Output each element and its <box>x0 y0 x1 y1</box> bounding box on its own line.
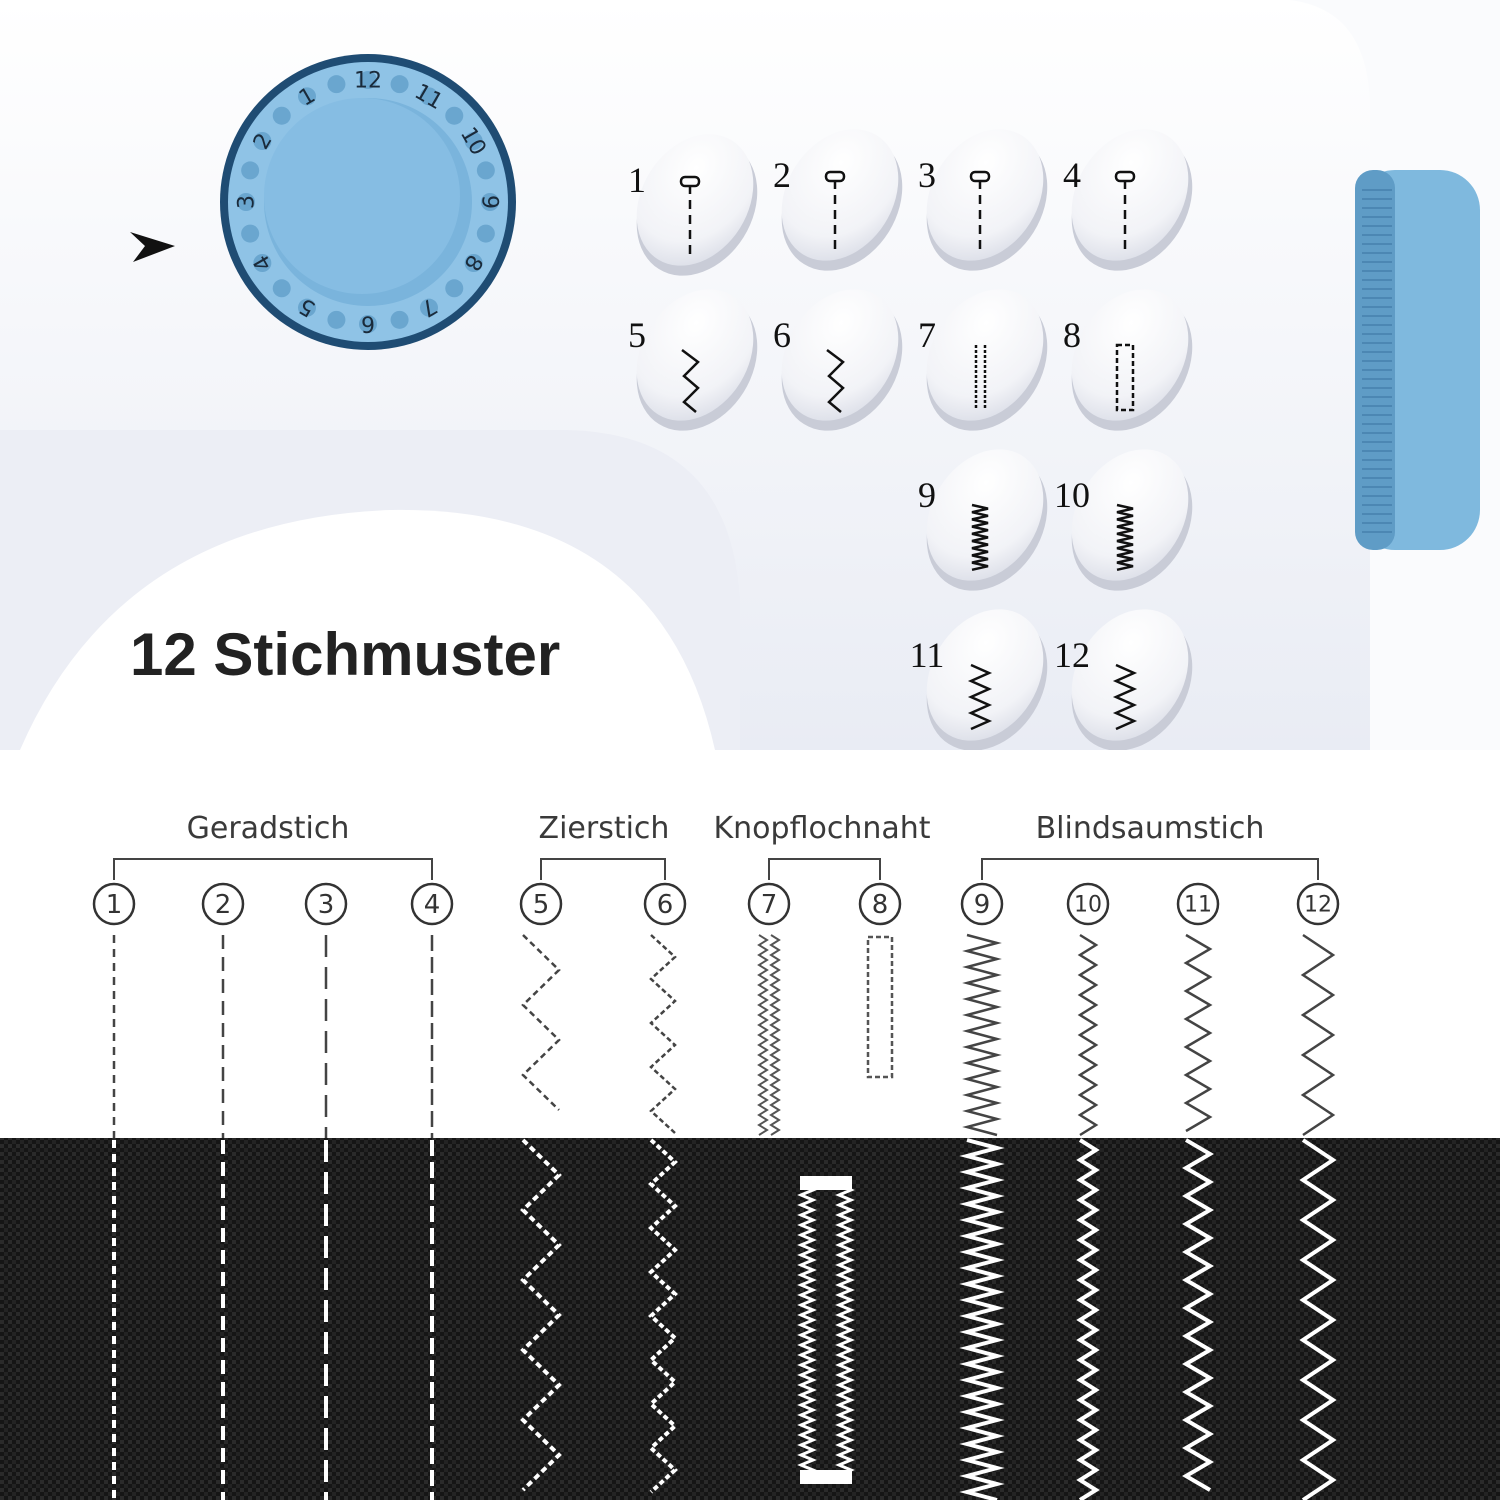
group-knopflochnaht: Knopflochnaht <box>713 811 931 880</box>
stitch-number-7: 7 <box>747 882 791 926</box>
stitch-button-1[interactable]: 1 <box>612 113 782 299</box>
stitch-number-3: 3 <box>304 882 348 926</box>
svg-text:3: 3 <box>318 890 335 920</box>
diagram-background <box>0 750 1500 1140</box>
stitch-button-12[interactable]: 12 <box>1047 588 1217 774</box>
straight-stitch-icon <box>679 175 701 260</box>
stitch-button-number: 10 <box>1054 475 1090 515</box>
svg-text:8: 8 <box>872 890 889 920</box>
straight-stitch-icon <box>824 170 846 255</box>
stitch-button-2[interactable]: 2 <box>757 108 927 294</box>
stitch-button-number: 1 <box>628 160 646 200</box>
svg-text:7: 7 <box>761 890 778 920</box>
stitch-button-number: 11 <box>910 635 945 675</box>
stitch-sample-8 <box>866 935 894 1079</box>
buttonhole-on-fabric <box>797 1176 855 1484</box>
stitch-sample-12 <box>1299 933 1337 1500</box>
straight-stitch-icon <box>1114 170 1136 255</box>
stitch-button-number: 5 <box>628 315 646 355</box>
blind-hem-stitch-icon <box>1116 503 1134 572</box>
straight-stitch-icon <box>969 170 991 255</box>
svg-text:11: 11 <box>1184 893 1212 918</box>
stitch-button-number: 6 <box>773 315 791 355</box>
dial-number: 9 <box>477 195 502 209</box>
stitch-button-9[interactable]: 9 <box>902 428 1072 614</box>
stitch-button-number: 2 <box>773 155 791 195</box>
stitch-number-9: 9 <box>960 882 1004 926</box>
stitch-button-11[interactable]: 11 <box>902 588 1072 774</box>
dial-number: 3 <box>235 195 260 209</box>
decorative-stitch-icon <box>826 349 845 413</box>
group-label: Knopflochnaht <box>713 811 930 846</box>
decorative-stitch-icon <box>681 349 700 413</box>
stitch-button-5[interactable]: 5 <box>612 268 782 454</box>
group-zierstich: Zierstich <box>539 811 670 880</box>
bobbin-opening <box>20 509 715 750</box>
group-label: Zierstich <box>539 811 670 846</box>
svg-text:4: 4 <box>424 890 441 920</box>
stitch-button-number: 8 <box>1063 315 1081 355</box>
blind-hem-stitch-icon <box>971 503 989 572</box>
stitch-button-6[interactable]: 6 <box>757 268 927 454</box>
svg-text:1: 1 <box>106 890 123 920</box>
stitch-button-7[interactable]: 7 <box>902 268 1072 454</box>
dial-number: 12 <box>354 69 382 94</box>
group-blindsaumstich: Blindsaumstich <box>981 811 1319 880</box>
svg-text:2: 2 <box>215 890 232 920</box>
stitch-button-10[interactable]: 10 <box>1047 428 1217 614</box>
svg-text:10: 10 <box>1074 893 1102 918</box>
stitch-sample-7 <box>757 934 781 1136</box>
svg-text:5: 5 <box>533 890 550 920</box>
page-title: 12 Stichmuster <box>130 621 560 688</box>
svg-text:9: 9 <box>974 890 991 920</box>
stitch-number-12: 12 <box>1296 882 1340 926</box>
svg-text:12: 12 <box>1304 893 1332 918</box>
stitch-sample-9 <box>959 933 1005 1500</box>
buttonhole-stitch-icon <box>974 345 987 410</box>
group-geradstich: Geradstich <box>113 811 433 880</box>
stitch-button-number: 12 <box>1054 635 1090 675</box>
stitch-number-8: 8 <box>858 882 902 926</box>
stitch-number-4: 4 <box>410 882 454 926</box>
stitch-number-2: 2 <box>201 882 245 926</box>
zigzag-stitch-icon <box>1112 663 1138 731</box>
fabric-sample <box>0 1138 1500 1500</box>
buttonhole-outline-icon <box>1115 343 1135 412</box>
zigzag-stitch-icon <box>967 663 993 731</box>
svg-text:6: 6 <box>657 890 674 920</box>
stitch-button-number: 9 <box>918 475 936 515</box>
stitch-number-5: 5 <box>519 882 563 926</box>
stitch-button-8[interactable]: 8 <box>1047 268 1217 454</box>
stitch-sample-6 <box>648 934 678 1494</box>
stitch-sample-5 <box>520 934 562 1492</box>
dial-pointer-icon <box>130 232 175 262</box>
stitch-number-11: 11 <box>1176 882 1220 926</box>
stitch-number-6: 6 <box>643 882 687 926</box>
stitch-button-number: 7 <box>918 315 936 355</box>
group-label: Geradstich <box>187 811 350 846</box>
stitch-number-10: 10 <box>1066 882 1110 926</box>
dial-number: 6 <box>361 311 375 336</box>
handwheel <box>1355 170 1480 550</box>
stitch-button-number: 4 <box>1063 155 1081 195</box>
stitch-button-number: 3 <box>918 155 936 195</box>
stitch-sample-11 <box>1182 933 1214 1492</box>
stitch-sample-10 <box>1076 933 1100 1500</box>
group-label: Blindsaumstich <box>1036 811 1265 846</box>
stitch-button-3[interactable]: 3 <box>902 108 1072 294</box>
stitch-number-1: 1 <box>92 882 136 926</box>
stitch-button-4[interactable]: 4 <box>1047 108 1217 294</box>
